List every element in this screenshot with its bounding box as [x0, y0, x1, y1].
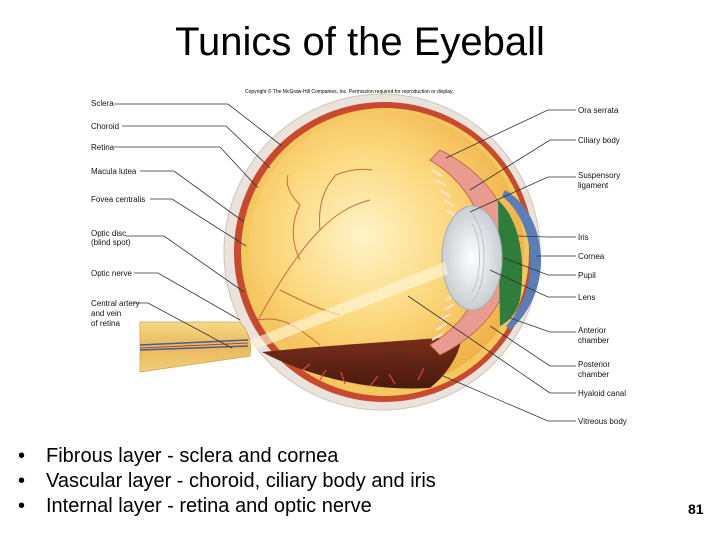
leader-lines-left [114, 103, 283, 349]
eyeball-diagram: Copyright © The McGraw-Hill Companies, I… [91, 88, 627, 426]
label-macula-lutea: Macula lutea [91, 167, 137, 176]
label-suspensory-2: ligament [578, 181, 609, 190]
bullet-marker: • [18, 470, 26, 492]
label-anterior-chamber-2: chamber [578, 336, 609, 345]
iris-shape [498, 200, 523, 326]
bullet-item: • Fibrous layer - sclera and cornea [14, 444, 436, 469]
bullet-text: Internal layer - retina and optic nerve [46, 495, 372, 517]
page-number: 81 [688, 501, 704, 517]
bullet-marker: • [18, 495, 26, 517]
label-central-artery-2: and vein [91, 309, 121, 318]
copyright-notice: Copyright © The McGraw-Hill Companies, I… [245, 88, 454, 95]
ciliary-folds [431, 169, 457, 341]
optic-nerve-shape [139, 321, 251, 373]
lower-cutaway [262, 336, 462, 389]
label-posterior-chamber-2: chamber [578, 370, 609, 379]
label-ora-serrata: Ora serrata [578, 106, 619, 115]
label-central-artery: Central artery [91, 299, 139, 308]
leader-lines-right [391, 109, 576, 422]
lens-rings [471, 213, 485, 303]
label-optic-disc: Optic disc [91, 229, 126, 238]
label-posterior-chamber: Posterior [578, 360, 610, 369]
label-suspensory: Suspensory [578, 171, 620, 180]
label-optic-nerve: Optic nerve [91, 269, 132, 278]
label-pupil: Pupil [578, 271, 596, 280]
label-anterior-chamber: Anterior [578, 326, 606, 335]
bullet-text: Fibrous layer - sclera and cornea [46, 445, 339, 467]
label-choroid: Choroid [91, 122, 119, 131]
label-retina: Retina [91, 143, 115, 152]
slide-title: Tunics of the Eyeball [175, 20, 545, 64]
label-sclera: Sclera [91, 99, 114, 108]
bullet-marker: • [18, 445, 26, 467]
label-fovea-centralis: Fovea centralis [91, 195, 145, 204]
hyaloid-canal-shape [250, 262, 448, 350]
label-optic-disc-sub: (blind spot) [91, 238, 131, 247]
label-ciliary-body: Ciliary body [578, 136, 620, 145]
label-central-artery-3: of retina [91, 319, 120, 328]
lens-shape [441, 205, 503, 311]
bullet-text: Vascular layer - choroid, ciliary body a… [46, 470, 436, 492]
lower-vessels [299, 363, 425, 387]
label-cornea: Cornea [578, 252, 605, 261]
central-artery-line [139, 342, 249, 349]
label-vitreous-body: Vitreous body [578, 417, 627, 426]
label-iris: Iris [578, 233, 589, 242]
bullet-list: • Fibrous layer - sclera and cornea • Va… [14, 444, 436, 519]
bullet-item: • Vascular layer - choroid, ciliary body… [14, 469, 436, 494]
cornea-shape [502, 190, 542, 330]
label-hyaloid-canal: Hyaloid canal [578, 389, 626, 398]
label-lens: Lens [578, 293, 595, 302]
bullet-item: • Internal layer - retina and optic nerv… [14, 494, 436, 519]
